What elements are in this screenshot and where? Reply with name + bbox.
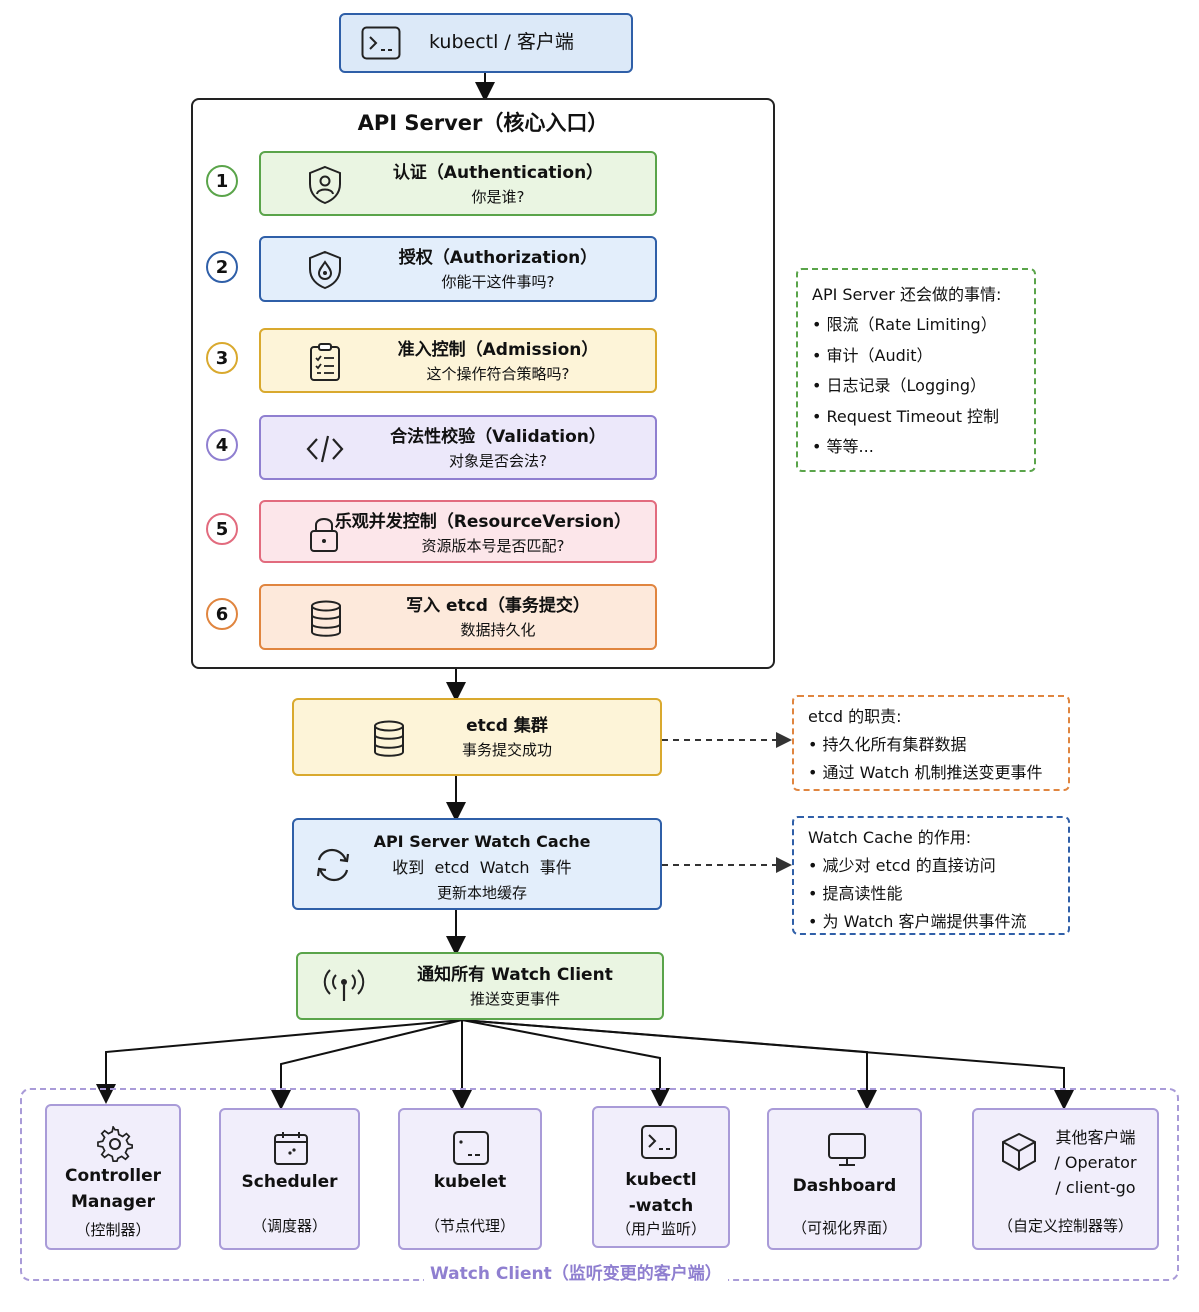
kubectl-label: kubectl / 客户端 bbox=[429, 31, 574, 53]
database-icon bbox=[374, 720, 404, 757]
client-sub: （用户监听） bbox=[615, 1220, 706, 1238]
watch-client-group-label: Watch Client（监听变更的客户端） bbox=[424, 1264, 728, 1286]
etcd-cluster-box: etcd 集群 事务提交成功 bbox=[292, 698, 662, 776]
cache-note-item: 提高读性能 bbox=[808, 880, 1054, 908]
client-sub: （可视化界面） bbox=[791, 1219, 897, 1237]
user-shield-icon bbox=[309, 165, 341, 205]
step-1-sub: 你是谁? bbox=[471, 188, 525, 206]
step-number-3: 3 bbox=[206, 342, 238, 374]
cache-line3: 更新本地缓存 bbox=[436, 884, 527, 902]
cube-icon bbox=[1002, 1132, 1036, 1172]
etcd-note: etcd 的职责: 持久化所有集群数据 通过 Watch 机制推送变更事件 bbox=[792, 695, 1070, 791]
step-number-1: 1 bbox=[206, 165, 238, 197]
cache-note-item: 为 Watch 客户端提供事件流 bbox=[808, 908, 1054, 936]
client-name: Dashboard bbox=[792, 1176, 897, 1196]
step-6-title: 写入 etcd（事务提交） bbox=[406, 596, 590, 616]
cache-title: API Server Watch Cache bbox=[373, 832, 591, 851]
etcd-note-item: 持久化所有集群数据 bbox=[808, 731, 1054, 759]
notify-watch-clients-box: 通知所有 Watch Client 推送变更事件 bbox=[296, 952, 664, 1020]
client-dashboard: Dashboard （可视化界面） bbox=[767, 1108, 922, 1250]
step-number-5: 5 bbox=[206, 513, 238, 545]
client-name: 其他客户端/ Operator/ client-go bbox=[1054, 1128, 1137, 1197]
terminal-icon bbox=[361, 26, 401, 60]
step-admission: 准入控制（Admission） 这个操作符合策略吗? bbox=[259, 328, 657, 393]
client-sub: （节点代理） bbox=[424, 1217, 515, 1235]
client-sub: （控制器） bbox=[75, 1221, 151, 1239]
step-2-sub: 你能干这件事吗? bbox=[441, 273, 555, 291]
etcd-sub: 事务提交成功 bbox=[461, 741, 552, 759]
step-4-title: 合法性校验（Validation） bbox=[390, 427, 606, 447]
step-3-sub: 这个操作符合策略吗? bbox=[426, 365, 570, 383]
terminal-icon bbox=[641, 1125, 677, 1159]
api-server-title: API Server（核心入口） bbox=[357, 111, 609, 135]
database-icon bbox=[311, 600, 341, 637]
client-name: Scheduler bbox=[241, 1172, 338, 1192]
cache-note-item: 减少对 etcd 的直接访问 bbox=[808, 852, 1054, 880]
step-5-sub: 资源版本号是否匹配? bbox=[421, 537, 565, 555]
step-2-title: 授权（Authorization） bbox=[398, 248, 598, 268]
step-write-etcd: 写入 etcd（事务提交） 数据持久化 bbox=[259, 584, 657, 650]
code-icon bbox=[306, 435, 344, 463]
watch-cache-note: Watch Cache 的作用: 减少对 etcd 的直接访问 提高读性能 为 … bbox=[792, 816, 1070, 935]
monitor-icon bbox=[828, 1133, 866, 1166]
client-scheduler: Scheduler （调度器） bbox=[219, 1108, 360, 1250]
refresh-icon bbox=[316, 848, 350, 882]
step-resource-version: 乐观并发控制（ResourceVersion） 资源版本号是否匹配? bbox=[259, 500, 657, 563]
lock-shield-icon bbox=[309, 250, 341, 290]
terminal-icon bbox=[453, 1131, 489, 1165]
step-authorization: 授权（Authorization） 你能干这件事吗? bbox=[259, 236, 657, 302]
step-number-6: 6 bbox=[206, 598, 238, 630]
api-note-item: 等等... bbox=[812, 432, 1020, 462]
step-number-2: 2 bbox=[206, 251, 238, 283]
broadcast-icon bbox=[323, 969, 365, 1001]
padlock-icon bbox=[310, 518, 338, 552]
step-4-sub: 对象是否会法? bbox=[449, 452, 547, 470]
api-note-item: 日志记录（Logging） bbox=[812, 371, 1020, 401]
step-1-title: 认证（Authentication） bbox=[392, 163, 604, 183]
kubectl-client-box: kubectl / 客户端 bbox=[339, 13, 633, 73]
step-validation: 合法性校验（Validation） 对象是否会法? bbox=[259, 415, 657, 480]
clipboard-check-icon bbox=[310, 343, 340, 381]
etcd-note-item: 通过 Watch 机制推送变更事件 bbox=[808, 759, 1054, 787]
client-other-operator: 其他客户端/ Operator/ client-go （自定义控制器等） bbox=[972, 1108, 1159, 1250]
step-6-sub: 数据持久化 bbox=[460, 621, 536, 639]
notify-sub: 推送变更事件 bbox=[469, 990, 560, 1008]
client-sub: （自定义控制器等） bbox=[997, 1217, 1133, 1235]
client-kubectl-watch: kubectl-watch （用户监听） bbox=[592, 1106, 730, 1248]
step-5-title: 乐观并发控制（ResourceVersion） bbox=[334, 512, 632, 532]
api-note-title: API Server 还会做的事情: bbox=[812, 285, 1002, 304]
api-note-item: 限流（Rate Limiting） bbox=[812, 310, 1020, 340]
api-note-item: Request Timeout 控制 bbox=[812, 402, 1020, 432]
client-name: kubelet bbox=[433, 1172, 507, 1192]
step-number-4: 4 bbox=[206, 429, 238, 461]
step-3-title: 准入控制（Admission） bbox=[397, 340, 599, 360]
gear-icon bbox=[97, 1126, 133, 1162]
etcd-note-title: etcd 的职责: bbox=[808, 707, 902, 726]
notify-title: 通知所有 Watch Client bbox=[417, 965, 613, 985]
client-name: kubectl-watch bbox=[625, 1170, 697, 1216]
client-sub: （调度器） bbox=[251, 1217, 327, 1235]
etcd-title: etcd 集群 bbox=[466, 716, 548, 736]
api-note-item: 审计（Audit） bbox=[812, 341, 1020, 371]
client-kubelet: kubelet （节点代理） bbox=[398, 1108, 542, 1250]
step-authentication: 认证（Authentication） 你是谁? bbox=[259, 151, 657, 216]
cache-note-title: Watch Cache 的作用: bbox=[808, 828, 972, 847]
calendar-icon bbox=[274, 1132, 308, 1165]
cache-line2: 收到 etcd Watch 事件 bbox=[392, 858, 572, 877]
api-server-note: API Server 还会做的事情: 限流（Rate Limiting） 审计（… bbox=[796, 268, 1036, 472]
watch-cache-box: API Server Watch Cache 收到 etcd Watch 事件 … bbox=[292, 818, 662, 910]
